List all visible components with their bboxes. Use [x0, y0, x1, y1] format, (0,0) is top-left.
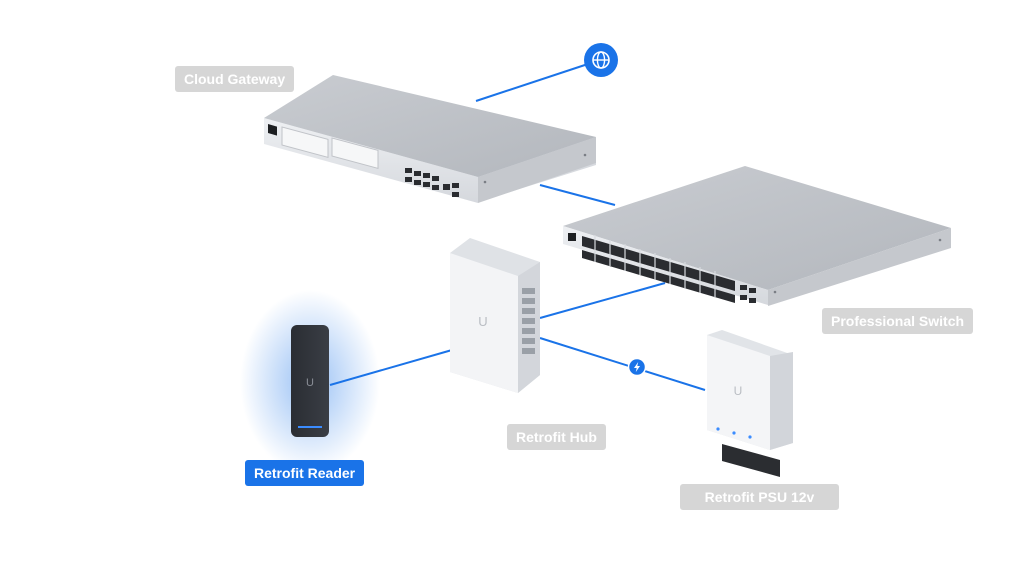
professional-switch-device[interactable]: [563, 166, 951, 306]
globe-icon[interactable]: [584, 43, 618, 77]
switch-port-block: [582, 236, 735, 303]
ubiquiti-logo-icon: U: [478, 314, 487, 329]
cloud-gateway-device[interactable]: [264, 75, 596, 203]
professional-switch-label[interactable]: Professional Switch: [822, 308, 974, 334]
retrofit-hub-label[interactable]: Retrofit Hub: [507, 424, 606, 450]
link-gateway-internet: [475, 59, 601, 102]
ubiquiti-logo-icon: U: [306, 377, 314, 389]
psu-terminal-block: [722, 444, 780, 477]
lightning-icon: [627, 357, 647, 377]
retrofit-reader-device[interactable]: U: [240, 290, 380, 474]
cloud-gateway-label[interactable]: Cloud Gateway: [175, 66, 295, 92]
ubiquiti-logo-icon: U: [734, 384, 743, 398]
retrofit-psu-label[interactable]: Retrofit PSU 12v: [680, 484, 839, 510]
link-switch-hub: [539, 282, 666, 319]
retrofit-hub-device[interactable]: U: [450, 238, 540, 393]
retrofit-reader-label[interactable]: Retrofit Reader: [245, 460, 365, 486]
link-hub-psu: [539, 337, 706, 391]
link-gateway-switch: [539, 184, 616, 206]
retrofit-psu-device[interactable]: U: [707, 330, 793, 477]
